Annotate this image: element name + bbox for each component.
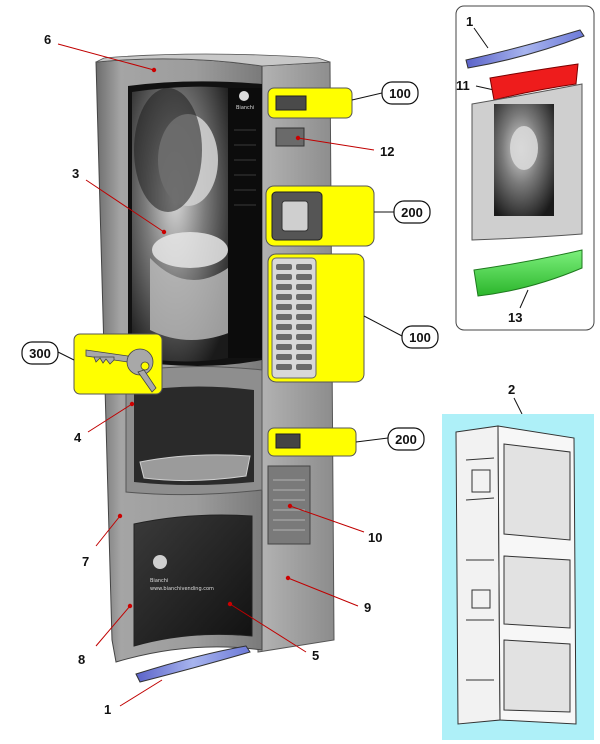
label-8: 8 <box>78 652 85 667</box>
keypad-button <box>276 334 292 340</box>
label-13: 13 <box>508 310 522 325</box>
keypad-button <box>276 354 292 360</box>
part-11-red-trim <box>489 63 579 101</box>
keypad-button <box>296 274 312 280</box>
cabinet: Bianchi Bianchi www.bianchivending.com <box>95 53 335 663</box>
keypad-button <box>296 364 312 370</box>
keypad-button <box>296 354 312 360</box>
callout-200-top <box>265 185 375 247</box>
cup-tray <box>139 454 251 482</box>
label-5: 5 <box>312 648 319 663</box>
pill-100-top: 100 <box>351 81 419 105</box>
keypad-button <box>276 284 292 290</box>
strip-lines <box>234 129 256 206</box>
door-logo-icon <box>153 555 167 569</box>
pill-200-bottom-text: 200 <box>395 432 417 447</box>
cup-shape <box>152 232 228 268</box>
pill-200-top-text: 200 <box>401 205 423 220</box>
hands-shape <box>150 258 236 340</box>
keypad-button <box>276 304 292 310</box>
keypad-buttons <box>276 264 312 370</box>
info-plate-lines <box>273 479 305 531</box>
label-9: 9 <box>364 600 371 615</box>
keypad-button <box>276 324 292 330</box>
door-logo-text: Bianchi <box>150 578 168 584</box>
keypad-button <box>296 284 312 290</box>
keypad-button <box>276 274 292 280</box>
keypad-button <box>276 364 292 370</box>
lower-door <box>133 514 253 647</box>
label-2: 2 <box>508 382 515 397</box>
label-12: 12 <box>380 144 394 159</box>
pill-100-mid: 100 <box>363 315 439 349</box>
top-rim <box>95 53 331 67</box>
part-2-frame <box>455 425 577 725</box>
brand-logo-icon <box>239 91 249 101</box>
pill-300: 300 <box>21 341 75 365</box>
keypad-button <box>296 344 312 350</box>
label-4: 4 <box>74 430 82 445</box>
label-1-inset: 1 <box>466 14 473 29</box>
pill-100-mid-text: 100 <box>409 330 431 345</box>
key-icon <box>85 348 157 393</box>
display-window <box>275 95 307 111</box>
part-1-top-trim <box>465 29 585 69</box>
keypad-button <box>296 324 312 330</box>
label-7: 7 <box>82 554 89 569</box>
inset-parts-panel: 1 11 13 <box>455 5 595 331</box>
pill-300-text: 300 <box>29 346 51 361</box>
keypad-button <box>296 294 312 300</box>
keypad-button <box>276 314 292 320</box>
keypad-button <box>276 264 292 270</box>
label-1-bottom: 1 <box>104 702 111 717</box>
keypad-button <box>276 344 292 350</box>
keypad-button <box>296 264 312 270</box>
pill-200-bottom: 200 <box>355 427 425 451</box>
coin-return-slot <box>275 433 301 449</box>
pill-200-top: 200 <box>374 200 431 224</box>
keypad-button <box>296 304 312 310</box>
label-6: 6 <box>44 32 51 47</box>
coin-mechanism-insert <box>281 200 309 232</box>
label-11: 11 <box>456 78 470 93</box>
keypad-button <box>276 294 292 300</box>
label-3: 3 <box>72 166 79 181</box>
hair-shape <box>134 88 202 212</box>
photo-strip <box>228 88 262 358</box>
panel-photo-face <box>510 126 538 170</box>
part-13-green-trim <box>473 249 583 297</box>
keypad-button <box>296 314 312 320</box>
pill-100-top-text: 100 <box>389 86 411 101</box>
leader-dots <box>117 67 301 609</box>
brand-logo-text: Bianchi <box>236 105 254 111</box>
label-10: 10 <box>368 530 382 545</box>
leader-lines <box>57 43 375 707</box>
inset-frame-panel: 2 <box>442 382 594 740</box>
callout-300-key <box>73 333 163 395</box>
door-website-text: www.bianchivending.com <box>150 586 214 592</box>
keypad-button <box>296 334 312 340</box>
callout-200-bottom <box>267 427 357 457</box>
coin-slot-plate <box>275 127 305 147</box>
callout-100-top <box>267 87 353 119</box>
part-1-bottom-trim <box>135 645 251 683</box>
callout-100-mid <box>267 253 365 383</box>
